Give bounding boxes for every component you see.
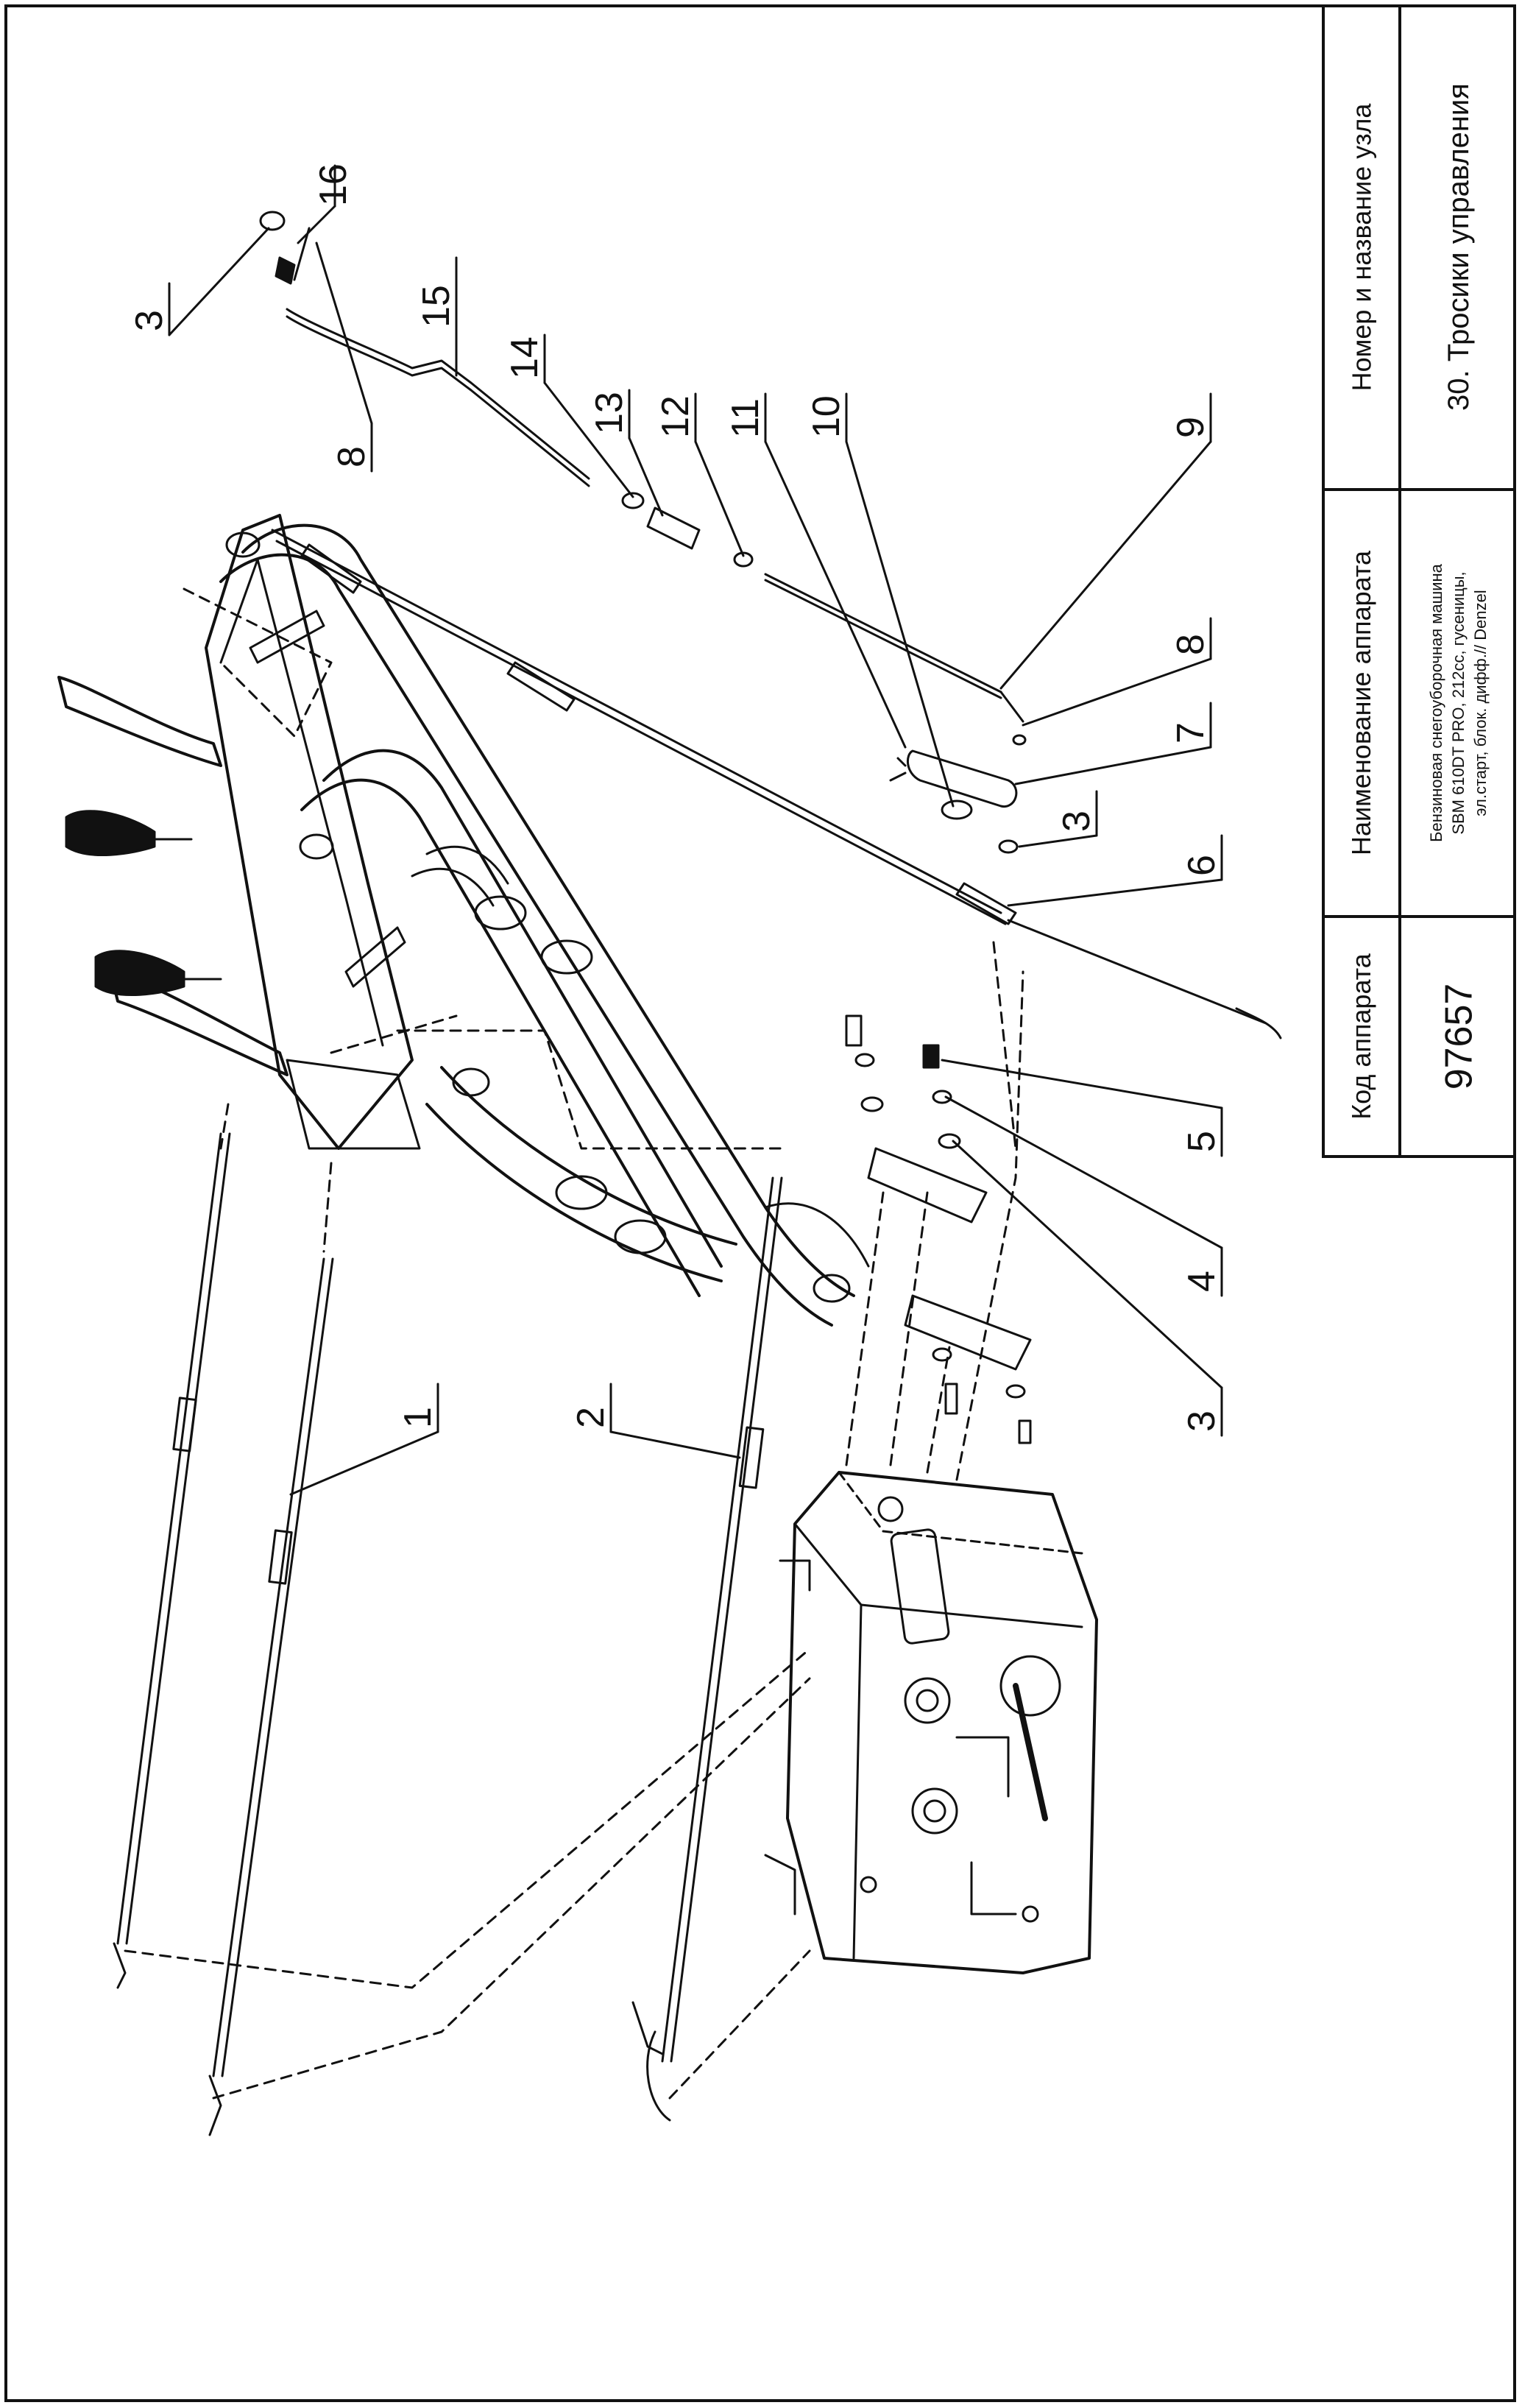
callout-7: 7	[1169, 722, 1212, 744]
callout-14: 14	[503, 336, 546, 379]
callout-16: 16	[312, 163, 355, 206]
callout-9: 9	[1169, 417, 1212, 438]
callout-6: 6	[1181, 855, 1223, 876]
model-line-2: SBM 610DT PRO, 212cc, гусеницы,	[1449, 571, 1468, 835]
callout-3-bottom: 3	[1181, 1410, 1223, 1432]
cable-6-assembly	[271, 529, 1282, 1150]
code-value-cell: 97657	[1401, 918, 1516, 1158]
code-header: Код аппарата	[1346, 953, 1377, 1120]
model-line-1: Бензиновая снегоуборочная машина	[1427, 564, 1446, 842]
callout-labels: 16 3 15 14 8 13 12 11 10 9 8 7 3 6 5 4 3…	[128, 163, 1223, 1432]
model-value-cell: Бензиновая снегоуборочная машина SBM 610…	[1401, 491, 1516, 918]
title-block-header-column: Номер и название узла Наименование аппар…	[1322, 6, 1398, 1158]
gearbox	[764, 970, 1098, 1974]
callout-3-top: 3	[128, 310, 171, 331]
cable-2-assembly	[631, 1176, 811, 2122]
node-value-cell: 30. Тросики управления	[1401, 6, 1516, 491]
node-value: 30. Тросики управления	[1442, 83, 1475, 411]
callout-leaders	[168, 164, 1223, 1496]
control-panel	[57, 514, 782, 1150]
callout-11: 11	[724, 398, 767, 438]
callout-5: 5	[1181, 1131, 1223, 1152]
callout-12: 12	[654, 395, 697, 438]
model-line-3: эл.старт, блок. дифф.// Denzel	[1471, 590, 1490, 816]
callout-15: 15	[415, 285, 458, 328]
cable-1-assembly	[113, 1103, 811, 2136]
callout-2: 2	[570, 1407, 612, 1428]
drawing-frame	[4, 4, 1516, 2402]
title-block-value-column: 30. Тросики управления Бензиновая снегоу…	[1398, 6, 1516, 1158]
node-header: Номер и название узла	[1346, 103, 1377, 391]
callout-4: 4	[1181, 1271, 1223, 1292]
callout-3-mid: 3	[1055, 811, 1098, 832]
node-header-cell: Номер и название узла	[1325, 6, 1398, 491]
rod-assembly	[259, 211, 1027, 854]
callout-13: 13	[588, 392, 631, 434]
model-header-cell: Наименование аппарата	[1325, 491, 1398, 918]
callout-10: 10	[805, 395, 848, 438]
title-block: Номер и название узла Наименование аппар…	[1322, 6, 1518, 1158]
model-description: Бензиновая снегоуборочная машина SBM 610…	[1426, 564, 1492, 842]
callout-8-right: 8	[1169, 634, 1212, 655]
model-header: Наименование аппарата	[1346, 551, 1377, 855]
code-header-cell: Код аппарата	[1325, 918, 1398, 1158]
callout-1: 1	[397, 1407, 439, 1428]
code-value: 97657	[1437, 983, 1480, 1090]
callout-8-left: 8	[330, 446, 373, 467]
fasteners	[845, 1014, 1032, 1444]
